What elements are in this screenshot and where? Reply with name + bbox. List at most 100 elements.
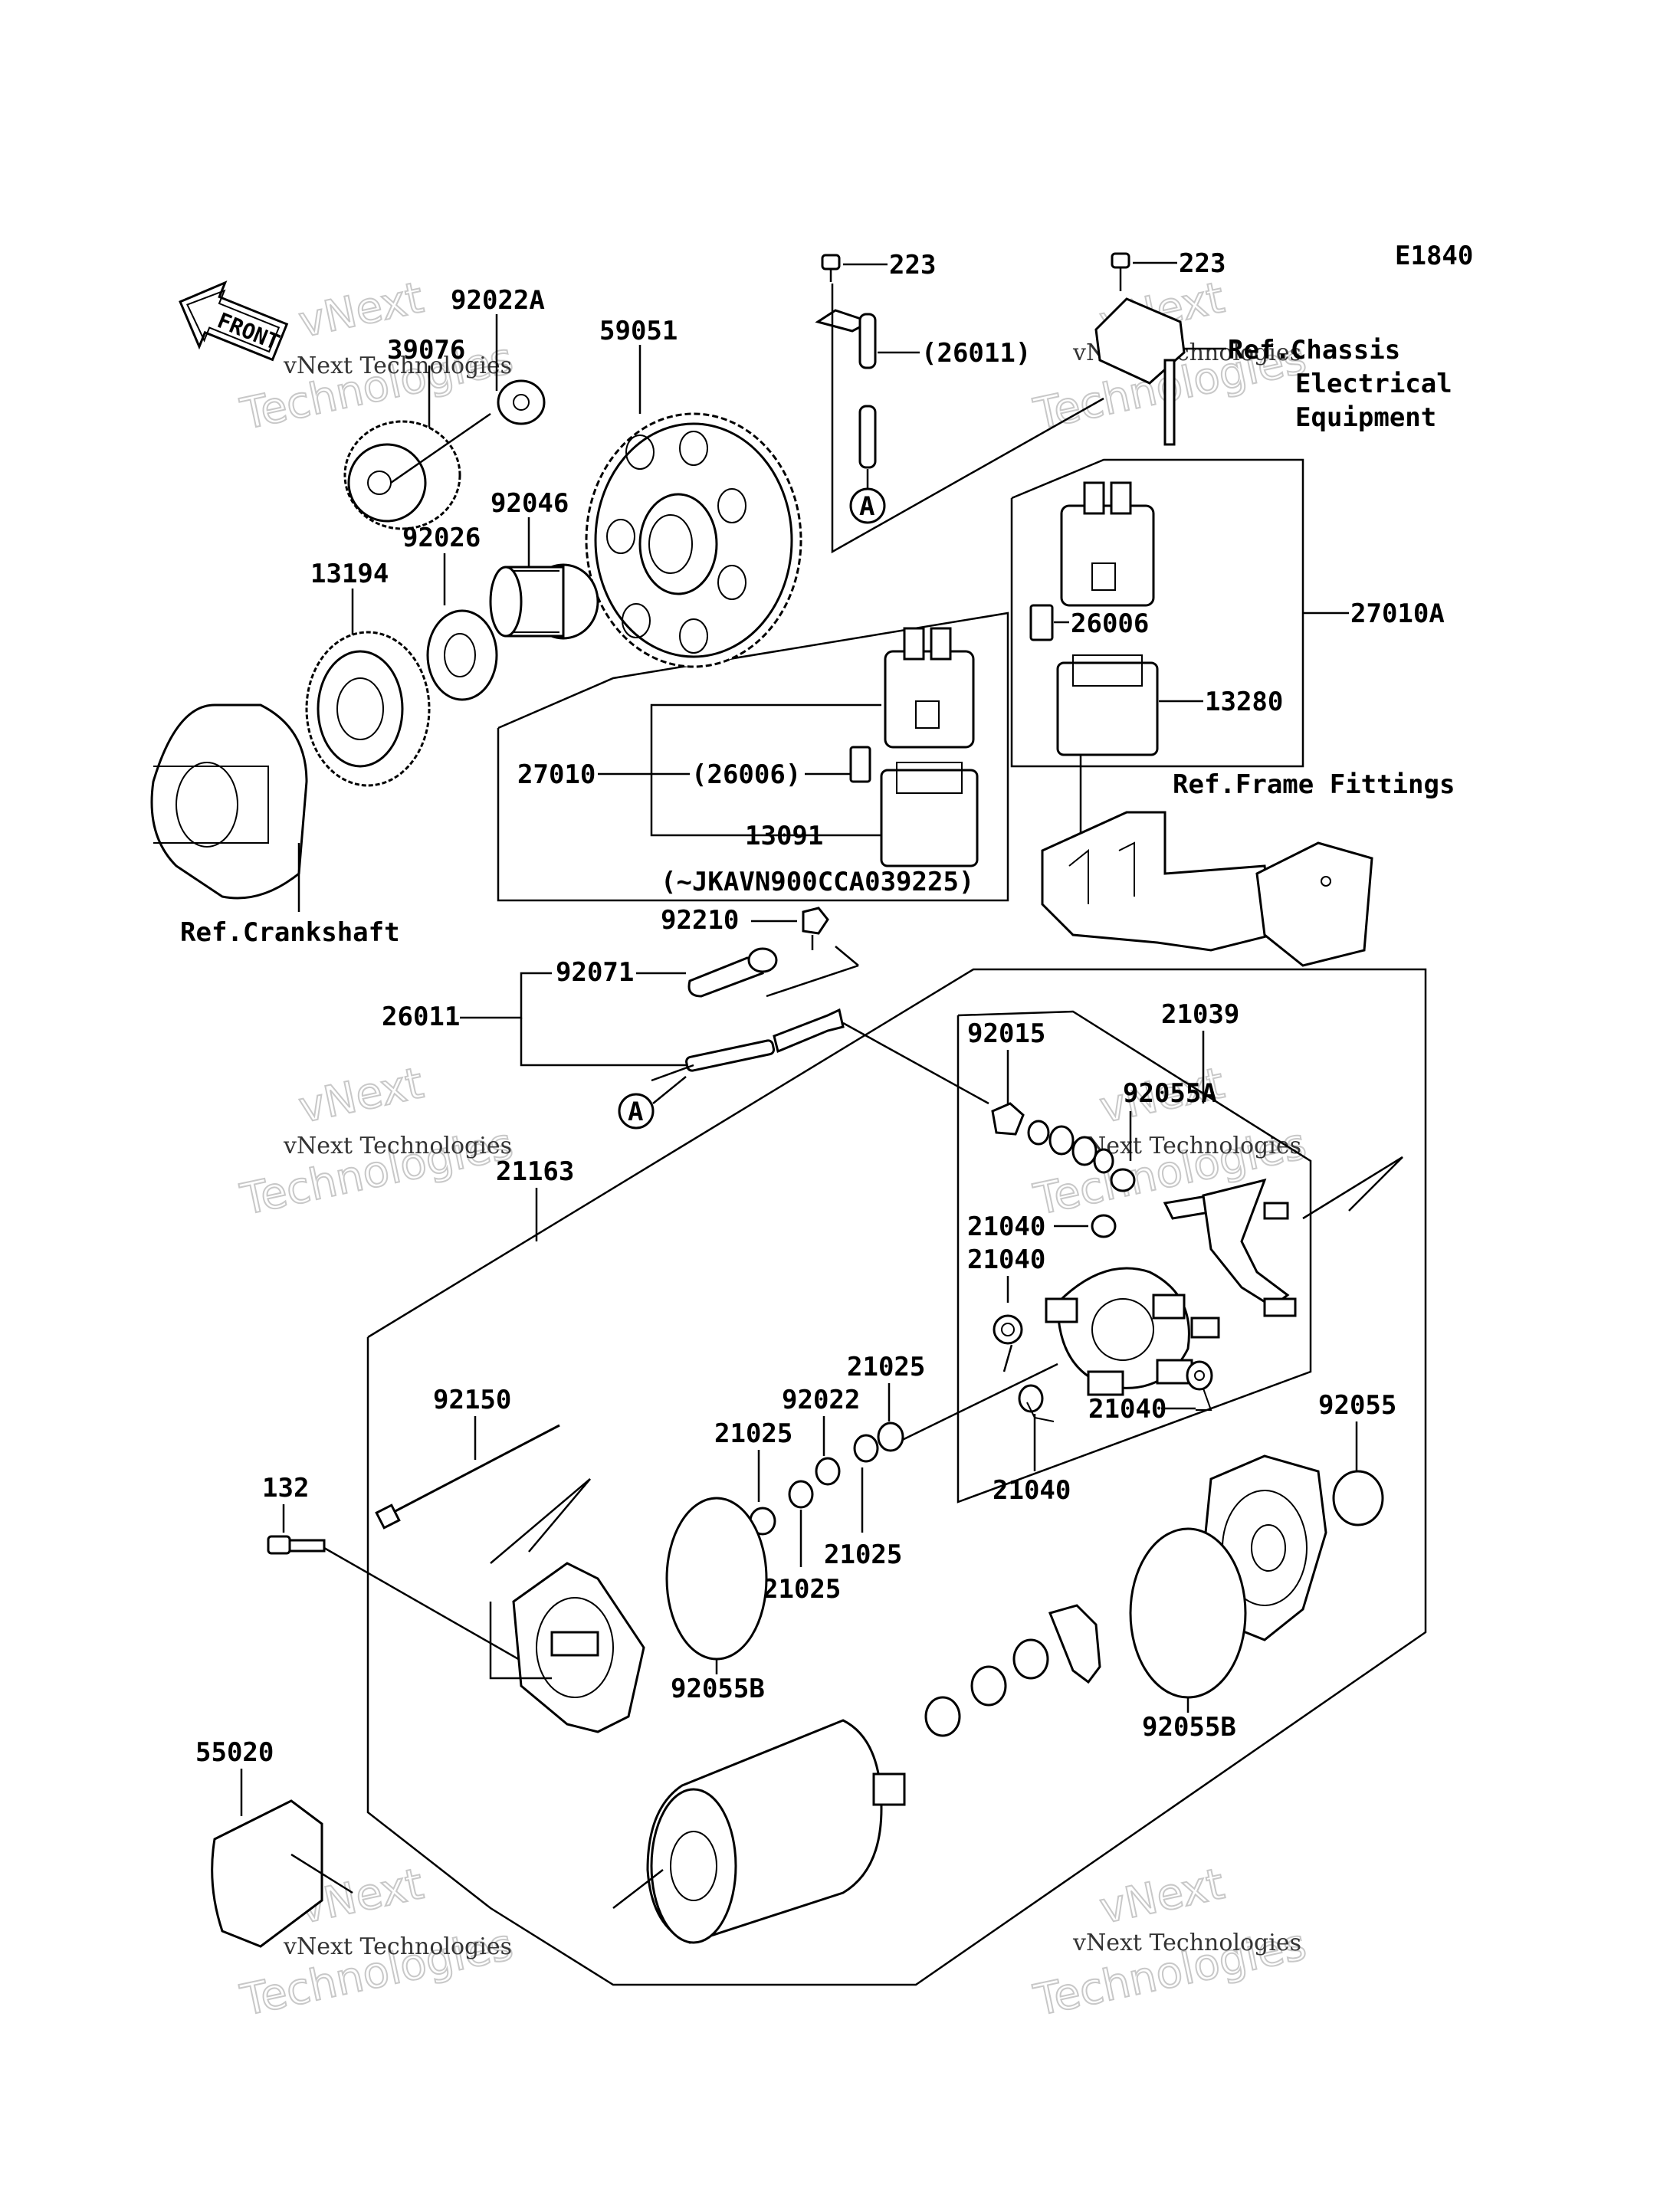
label-13280: 13280 xyxy=(1205,687,1283,717)
label-92150: 92150 xyxy=(433,1385,511,1415)
fuse-26006-kit-part xyxy=(849,746,871,783)
label-132: 132 xyxy=(262,1473,309,1503)
needle-bearing-92046-part xyxy=(489,563,599,640)
label-92210: 92210 xyxy=(661,905,739,936)
frame-bracket-part xyxy=(1041,811,1373,967)
screw-223-left-part xyxy=(821,254,888,282)
idle-gear-39076-part xyxy=(343,412,491,530)
ref-chassis-line1: Ref.Chassis xyxy=(1228,335,1400,366)
watermark-mid-left: vNext Technologies vNext Technologies xyxy=(235,1058,517,1226)
label-26006-paren: (26006) xyxy=(691,759,801,790)
label-21039: 21039 xyxy=(1161,999,1239,1030)
label-27010a: 27010A xyxy=(1350,598,1445,629)
lead-26011-upper-part xyxy=(815,309,920,469)
oring-92055b-left-part xyxy=(665,1497,768,1661)
svg-text:vNext: vNext xyxy=(1095,1859,1229,1934)
label-92071: 92071 xyxy=(556,957,634,988)
diagram-code: E1840 xyxy=(1395,241,1473,271)
washer-21025-b-part xyxy=(815,1457,841,1486)
svg-text:vNext Technologies: vNext Technologies xyxy=(283,1933,512,1960)
label-92026: 92026 xyxy=(402,523,481,553)
starter-yoke-part xyxy=(612,1719,906,1944)
box-27010-kit xyxy=(497,612,1009,902)
label-21040-a: 21040 xyxy=(967,1212,1045,1242)
one-way-clutch-13194-part xyxy=(305,631,431,787)
washer-92022-part xyxy=(853,1434,879,1463)
starter-gear-59051-part xyxy=(585,412,802,668)
label-13194: 13194 xyxy=(310,559,389,589)
flywheel-part xyxy=(150,703,308,912)
serial-note: (~JKAVN900CCA039225) xyxy=(661,867,974,897)
relay-cover-part xyxy=(1094,297,1226,446)
spring-21040-b-part xyxy=(993,1314,1023,1372)
washer-92026-part xyxy=(426,609,498,701)
nut-92015-part xyxy=(991,1102,1114,1174)
label-223-left: 223 xyxy=(889,250,936,280)
callout-a-top xyxy=(849,487,886,524)
relay-27010-part xyxy=(884,627,975,749)
ref-chassis-line3: Equipment xyxy=(1295,402,1436,433)
label-59051: 59051 xyxy=(599,316,678,346)
leader-27010 xyxy=(650,703,881,774)
label-27010: 27010 xyxy=(517,759,596,790)
label-21025-a: 21025 xyxy=(847,1352,925,1382)
label-26011-paren: (26011) xyxy=(921,338,1031,369)
cap-92071-part xyxy=(687,947,778,998)
label-21025-d: 21025 xyxy=(763,1574,841,1605)
bolt-92150-part xyxy=(375,1424,591,1564)
svg-text:vNext Technologies: vNext Technologies xyxy=(1072,1930,1301,1956)
label-13091: 13091 xyxy=(745,821,823,851)
callout-a-mid xyxy=(618,1093,655,1130)
shield-55020-part xyxy=(211,1799,353,1948)
label-223-right: 223 xyxy=(1179,248,1226,279)
bolt-132-part xyxy=(267,1535,553,1680)
label-92055b-left: 92055B xyxy=(671,1674,765,1704)
nut-92210-part xyxy=(802,907,829,950)
spring-21040-d-part xyxy=(1018,1384,1055,1422)
relay-27010a-part xyxy=(1060,481,1155,607)
label-92055: 92055 xyxy=(1318,1390,1396,1421)
washer-21025-c-part xyxy=(788,1480,814,1509)
lead-26011-part xyxy=(651,1008,845,1082)
label-92046: 92046 xyxy=(491,488,569,519)
svg-text:vNext Technologies: vNext Technologies xyxy=(283,1133,512,1159)
label-21040-c: 21040 xyxy=(1088,1394,1166,1425)
svg-text:vNext Technologies: vNext Technologies xyxy=(283,353,512,379)
watermark-bottom-right: vNext Technologies vNext Technologies xyxy=(1029,1858,1311,2027)
front-arrow-icon: FRONT xyxy=(179,280,289,362)
label-21040-b: 21040 xyxy=(967,1244,1045,1275)
screw-223-right-part xyxy=(1111,252,1177,291)
ref-crankshaft: Ref.Crankshaft xyxy=(180,917,400,948)
front-cover-part xyxy=(489,1562,645,1733)
washer-21025-a-part xyxy=(877,1421,904,1452)
ref-frame-fittings: Ref.Frame Fittings xyxy=(1173,769,1455,800)
label-92022: 92022 xyxy=(782,1385,860,1415)
callout-a-mid-label: A xyxy=(628,1097,643,1127)
spring-21040-c-part xyxy=(1186,1360,1213,1411)
label-21025-b: 21025 xyxy=(714,1418,792,1449)
relay-holder-13280-part xyxy=(1056,654,1203,756)
fuse-26006-part xyxy=(1029,604,1069,641)
oring-92055a-part xyxy=(1110,1168,1136,1192)
label-21040-d: 21040 xyxy=(993,1475,1071,1506)
label-55020: 55020 xyxy=(195,1737,274,1768)
label-21025-c: 21025 xyxy=(824,1540,902,1570)
ref-chassis-line2: Electrical xyxy=(1295,369,1452,399)
label-92015: 92015 xyxy=(967,1018,1045,1049)
label-92022a: 92022A xyxy=(451,285,545,316)
label-92055a: 92055A xyxy=(1123,1078,1217,1109)
outline-starter-21163 xyxy=(366,968,1427,1986)
washer-92022a-part xyxy=(497,379,546,425)
spring-21040-a-part xyxy=(1091,1214,1117,1238)
oring-92055-part xyxy=(1332,1470,1384,1526)
callout-a-top-label: A xyxy=(859,491,874,522)
shims-armature-part xyxy=(924,1604,1101,1737)
terminal-bolt-part xyxy=(1163,1156,1403,1317)
label-21163: 21163 xyxy=(496,1156,574,1187)
brush-holder-21039-part xyxy=(1045,1267,1220,1396)
relay-holder-13091-part xyxy=(880,762,979,867)
label-26011: 26011 xyxy=(382,1002,460,1032)
label-26006: 26006 xyxy=(1071,608,1149,639)
label-92055b-right: 92055B xyxy=(1142,1712,1236,1743)
